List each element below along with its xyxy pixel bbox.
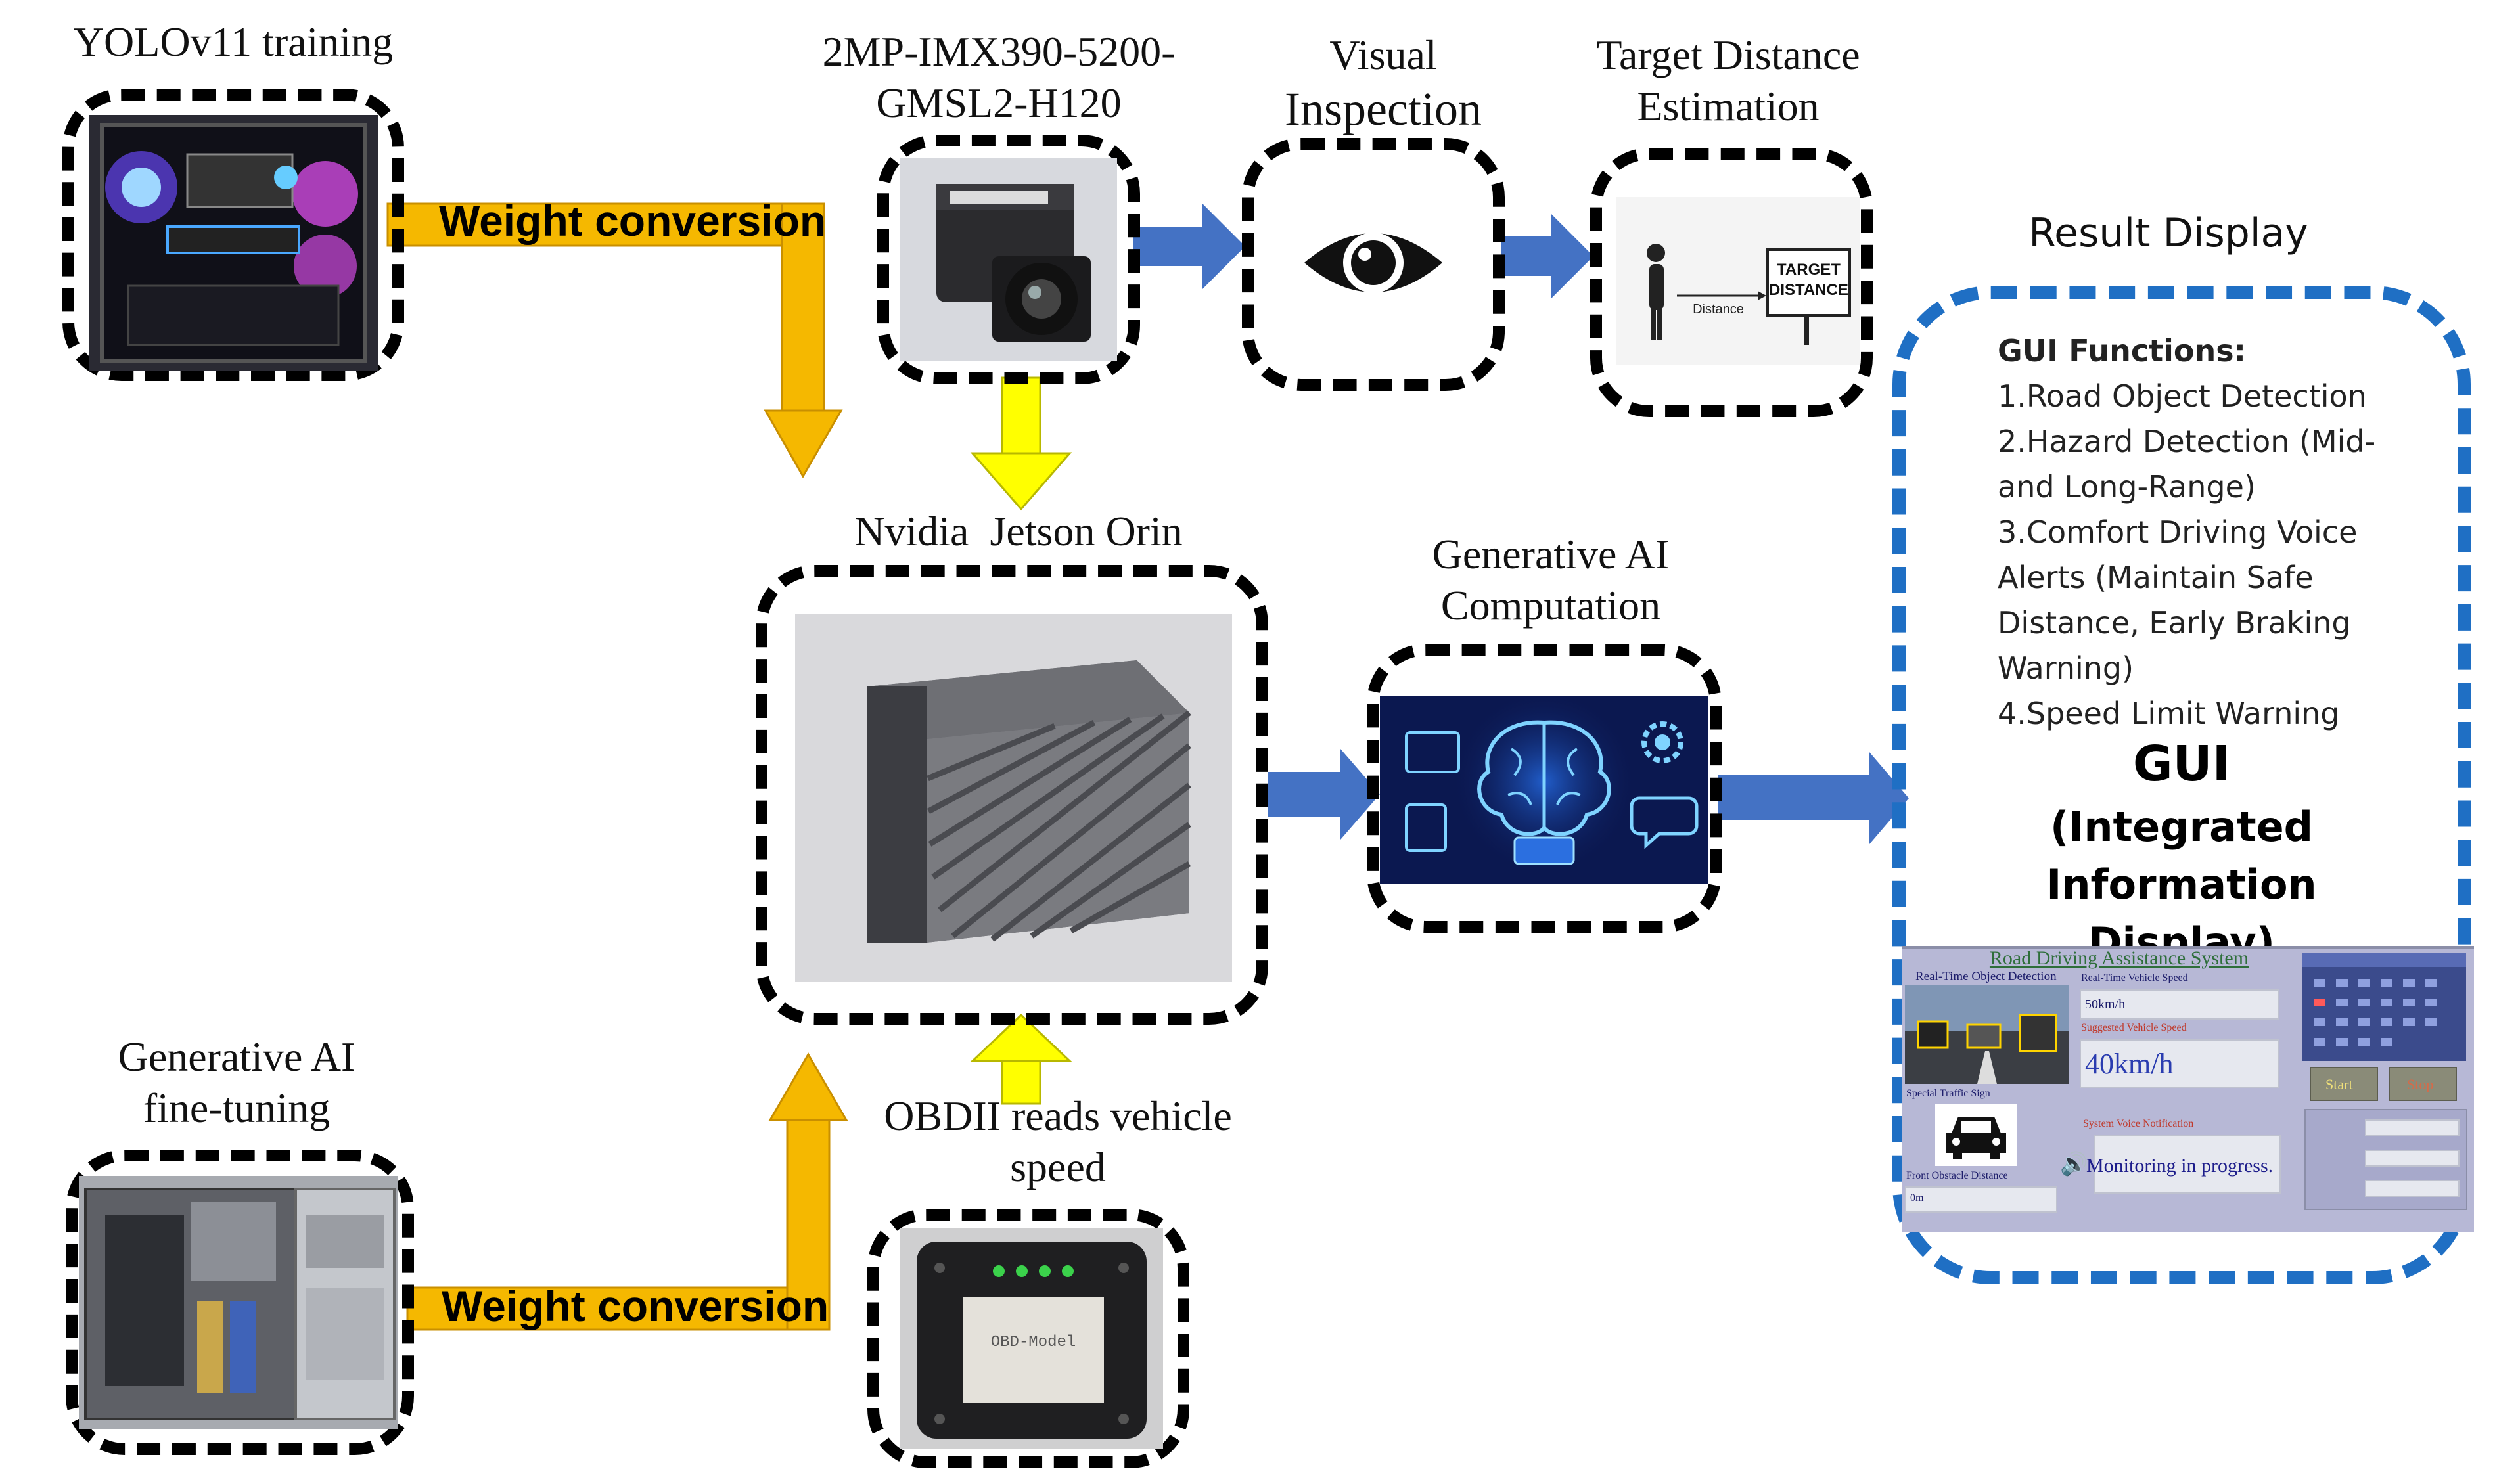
camera-image xyxy=(900,158,1117,361)
gui-status-field xyxy=(2365,1150,2460,1167)
gui-status-field xyxy=(2365,1180,2460,1197)
jetson-box xyxy=(756,565,1268,1025)
gui-function-line: Alerts (Maintain Safe xyxy=(1998,560,2314,595)
genai-computation-label-line1: Generative AI xyxy=(1432,531,1670,577)
target-sign-text: TARGET DISTANCE xyxy=(1769,259,1848,300)
obd-device-text: OBD-Model xyxy=(990,1334,1076,1351)
jetson-label: Nvidia Jetson Orin xyxy=(854,508,1183,554)
camera-label-line2: GMSL2-H120 xyxy=(876,79,1122,127)
gui-obstacle-label: Front Obstacle Distance xyxy=(1906,1170,2008,1181)
visual-inspection-box xyxy=(1242,138,1505,391)
obd-device-image: OBD-Model xyxy=(900,1228,1163,1449)
camera-label-line1: 2MP-IMX390-5200- xyxy=(822,28,1176,75)
gui-status-field xyxy=(2365,1119,2460,1136)
finetuning-label-line1: Generative AI xyxy=(118,1033,355,1080)
weight-conversion-label-top: Weight conversion xyxy=(439,196,827,245)
jetson-orin-image xyxy=(795,614,1232,982)
target-sign-line2: DISTANCE xyxy=(1769,281,1848,300)
gui-function-line: 4.Speed Limit Warning xyxy=(1998,696,2340,731)
gui-function-line: Distance, Early Braking xyxy=(1998,605,2351,641)
camera-to-visual-arrow xyxy=(1133,204,1245,289)
obd-label: OBDII reads vehicle speed xyxy=(854,1091,1262,1193)
weight-conversion-label-bottom: Weight conversion xyxy=(442,1282,829,1330)
gui-function-line: and Long-Range) xyxy=(1998,469,2256,505)
gui-voice-value: Monitoring in progress. xyxy=(2086,1155,2274,1177)
distance-arrow-text: Distance xyxy=(1693,302,1744,317)
gui-function-line: 3.Comfort Driving Voice xyxy=(1998,514,2358,550)
target-distance-label-line1: Target Distance xyxy=(1596,32,1860,78)
gui-stop-label: Stop xyxy=(2407,1076,2434,1092)
target-distance-illustration xyxy=(1647,244,1851,345)
finetuning-label: Generative AI fine-tuning xyxy=(59,1031,414,1134)
training-pc-image xyxy=(89,115,378,371)
target-distance-label: Target Distance Estimation xyxy=(1557,30,1899,132)
gui-vehicle-speed-value: 50km/h xyxy=(2085,997,2126,1012)
gui-suggested-speed-value: 40km/h xyxy=(2085,1048,2174,1080)
gui-function-line: 1.Road Object Detection xyxy=(1998,378,2367,414)
camera-box xyxy=(877,135,1140,384)
server-image xyxy=(79,1176,398,1429)
car-icon xyxy=(1935,1104,2017,1166)
finetuning-box xyxy=(66,1150,414,1455)
gui-start-button[interactable]: Start xyxy=(2310,1067,2378,1101)
gui-vehicle-speed-field: 50km/h xyxy=(2080,989,2279,1020)
gui-title: GUI xyxy=(2132,736,2231,792)
obd-to-jetson-arrow xyxy=(970,1013,1072,1105)
camera-to-jetson-arrow xyxy=(970,376,1072,511)
visual-to-target-arrow xyxy=(1501,214,1593,299)
gui-screenshot: Road Driving Assistance System Real-Time… xyxy=(1902,946,2474,1232)
target-distance-label-line2: Estimation xyxy=(1637,83,1820,130)
gui-voice-label: System Voice Notification xyxy=(2083,1118,2194,1129)
gui-app-title: Road Driving Assistance System xyxy=(1989,947,2249,969)
gui-start-label: Start xyxy=(2325,1076,2353,1092)
gui-functions-list: GUI Functions: 1.Road Object Detection 2… xyxy=(1998,328,2458,736)
genai-computation-label: Generative AI Computation xyxy=(1367,529,1735,631)
yolo-training-box xyxy=(62,89,404,381)
gui-function-line: 2.Hazard Detection (Mid- xyxy=(1998,424,2376,459)
gui-voice-field xyxy=(2094,1135,2281,1194)
target-distance-box xyxy=(1590,148,1873,417)
obd-label-line1: OBDII reads vehicle xyxy=(884,1092,1232,1139)
gui-obstacle-field: 0m xyxy=(1905,1186,2057,1213)
weight-conversion-arrow-top xyxy=(386,202,843,479)
target-distance-image: Distance TARGET DISTANCE xyxy=(1616,197,1860,365)
gui-subtitle: (Integrated Information Display) xyxy=(1919,798,2444,972)
gui-status-panel xyxy=(2304,1109,2467,1210)
gui-traffic-sign-label: Special Traffic Sign xyxy=(1906,1088,1990,1099)
finetuning-label-line2: fine-tuning xyxy=(143,1085,331,1132)
genai-computation-label-line2: Computation xyxy=(1440,582,1661,629)
obd-box xyxy=(867,1209,1189,1468)
gui-suggested-speed-field: 40km/h xyxy=(2080,1039,2279,1088)
jetson-to-genai-arrow xyxy=(1268,749,1380,840)
visual-inspection-label-line2: Inspection xyxy=(1285,83,1482,136)
target-sign-line1: TARGET xyxy=(1777,261,1841,279)
visual-inspection-label: Visual Inspection xyxy=(1235,30,1531,139)
gui-subtitle-line1: (Integrated Information xyxy=(2046,803,2317,909)
result-display-title: Result Display xyxy=(2028,210,2308,256)
genai-to-result-arrow xyxy=(1718,752,1909,844)
gui-obstacle-value: 0m xyxy=(1910,1192,1924,1203)
obd-label-line2: speed xyxy=(1010,1144,1106,1191)
gui-calendar xyxy=(2302,953,2466,1061)
yolo-training-label: YOLOv11 training xyxy=(73,18,394,65)
gui-object-detection-label: Real-Time Object Detection xyxy=(1915,970,2057,983)
gui-vehicle-speed-label: Real-Time Vehicle Speed xyxy=(2081,972,2188,983)
eye-icon xyxy=(1304,233,1442,293)
gui-suggested-speed-label: Suggested Vehicle Speed xyxy=(2081,1022,2187,1033)
ai-brain-image xyxy=(1380,696,1708,884)
gui-stop-button[interactable]: Stop xyxy=(2389,1067,2457,1101)
visual-inspection-label-line1: Visual xyxy=(1329,32,1437,78)
gui-detection-camera-view xyxy=(1905,985,2069,1084)
camera-label: 2MP-IMX390-5200- GMSL2-H120 xyxy=(795,26,1202,129)
gui-function-line: Warning) xyxy=(1998,650,2134,686)
genai-computation-box xyxy=(1367,644,1722,933)
gui-functions-heading: GUI Functions: xyxy=(1998,333,2247,369)
speaker-icon: 🔊 xyxy=(2060,1151,2088,1177)
